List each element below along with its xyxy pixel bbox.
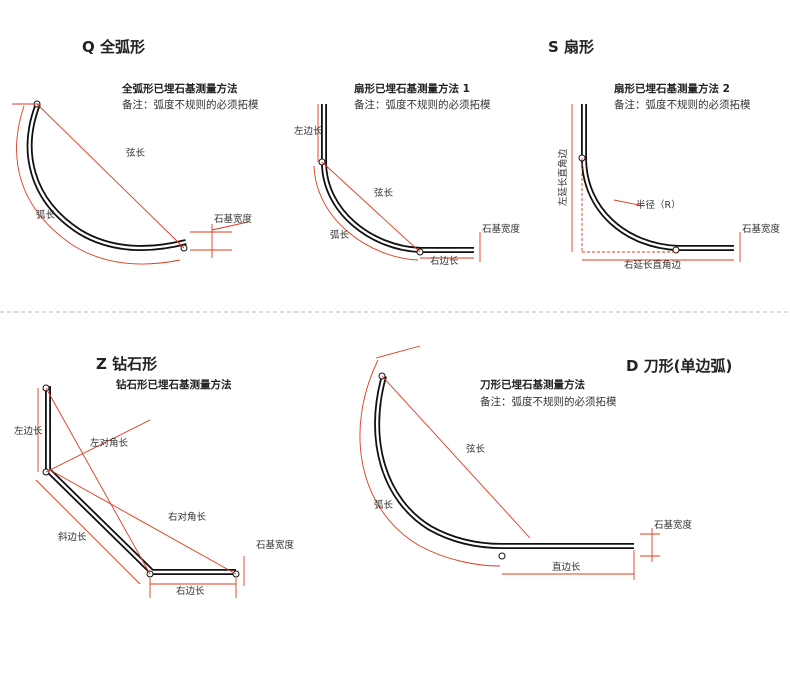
chord-line-q <box>36 103 185 249</box>
heading-s2: 扇形已埋石基测量方法 2 <box>614 82 730 95</box>
arc-length-line-q <box>16 105 181 265</box>
slant-dim-z <box>35 479 141 585</box>
label-width-q: 石基宽度 <box>214 213 253 225</box>
shape-full-arc-inner <box>28 103 187 250</box>
title-d: D 刀形(单边弧) <box>626 357 732 375</box>
title-s: S 扇形 <box>548 38 594 56</box>
chord-line-s1 <box>321 161 421 253</box>
label-width-s1: 石基宽度 <box>482 223 521 235</box>
shape-fan-2 <box>581 104 734 251</box>
label-slant-z: 斜边长 <box>58 531 87 543</box>
heading-s1: 扇形已埋石基测量方法 1 <box>354 82 470 95</box>
note-s1: 备注：弧度不规则的必须拓模 <box>354 98 491 111</box>
label-left-s1: 左边长 <box>294 125 323 137</box>
label-arc-d: 弧长 <box>374 499 394 511</box>
title-q: Q 全弧形 <box>82 38 145 56</box>
point-arc-end-d <box>498 552 506 560</box>
arc-line-d <box>359 359 501 567</box>
shape-diamond-inner <box>46 386 236 574</box>
title-z: Z 钻石形 <box>96 355 157 373</box>
point-end-s2 <box>672 246 680 254</box>
heading-d: 刀形已埋石基测量方法 <box>480 378 585 391</box>
note-s2: 备注：弧度不规则的必须拓模 <box>614 98 751 111</box>
label-width-s2: 石基宽度 <box>742 223 781 235</box>
shape-knife-inner <box>376 375 634 548</box>
label-right-z: 右边长 <box>176 585 205 597</box>
shape-fan-1 <box>321 104 474 253</box>
arc-tick-d <box>375 345 421 359</box>
note-q: 备注：弧度不规则的必须拓模 <box>122 98 259 111</box>
left-diag-line-z <box>45 419 151 473</box>
label-left-z: 左边长 <box>14 425 43 437</box>
label-left-diag-z: 左对角长 <box>90 437 129 449</box>
heading-q: 全弧形已埋石基测量方法 <box>121 82 238 95</box>
left-diag-dim-z <box>45 387 151 575</box>
label-straight-d: 直边长 <box>552 561 581 573</box>
panel-s-fan-2: S 扇形 扇形已埋石基测量方法 2 备注：弧度不规则的必须拓模 左延长直角边 右… <box>548 38 781 271</box>
width-leader-q <box>211 221 249 231</box>
shape-diamond <box>45 386 236 575</box>
panel-d-knife: D 刀形(单边弧) 刀形已埋石基测量方法 备注：弧度不规则的必须拓模 弦长 弧长… <box>359 345 732 580</box>
label-arc-q: 弧长 <box>36 209 56 221</box>
panel-z-diamond: Z 钻石形 钻石形已埋石基测量方法 左边长 左对角长 右对角长 斜边长 右边长 … <box>14 355 295 598</box>
label-chord-d: 弦长 <box>466 443 486 455</box>
note-d: 备注：弧度不规则的必须拓模 <box>480 395 617 408</box>
label-chord-s1: 弦长 <box>374 187 394 199</box>
label-chord-q: 弦长 <box>126 147 146 159</box>
panel-s-fan-1: 扇形已埋石基测量方法 1 备注：弧度不规则的必须拓模 左边长 弦长 弧长 右边长… <box>294 82 521 267</box>
label-right-diag-z: 右对角长 <box>168 511 207 523</box>
arc-line-s1 <box>313 165 419 261</box>
right-diag-dim-z <box>49 469 237 575</box>
label-width-z: 石基宽度 <box>256 539 295 551</box>
chord-line-d <box>381 375 531 539</box>
shape-fan-2-inner <box>582 104 734 250</box>
heading-z: 钻石形已埋石基测量方法 <box>116 378 232 391</box>
label-right-s1: 右边长 <box>430 255 459 267</box>
panel-q-full-arc: Q 全弧形 全弧形已埋石基测量方法 备注：弧度不规则的必须拓模 弦长 弧长 石基… <box>12 38 259 265</box>
label-arc-s1: 弧长 <box>330 229 350 241</box>
label-left-ext-s2: 左延长直角边 <box>557 148 569 206</box>
label-radius-s2: 半径（R） <box>636 199 681 211</box>
label-right-ext-s2: 右延长直角边 <box>624 259 682 271</box>
radius-leader-s2 <box>613 199 645 207</box>
label-width-d: 石基宽度 <box>654 519 693 531</box>
shape-fan-1-inner <box>322 104 474 252</box>
